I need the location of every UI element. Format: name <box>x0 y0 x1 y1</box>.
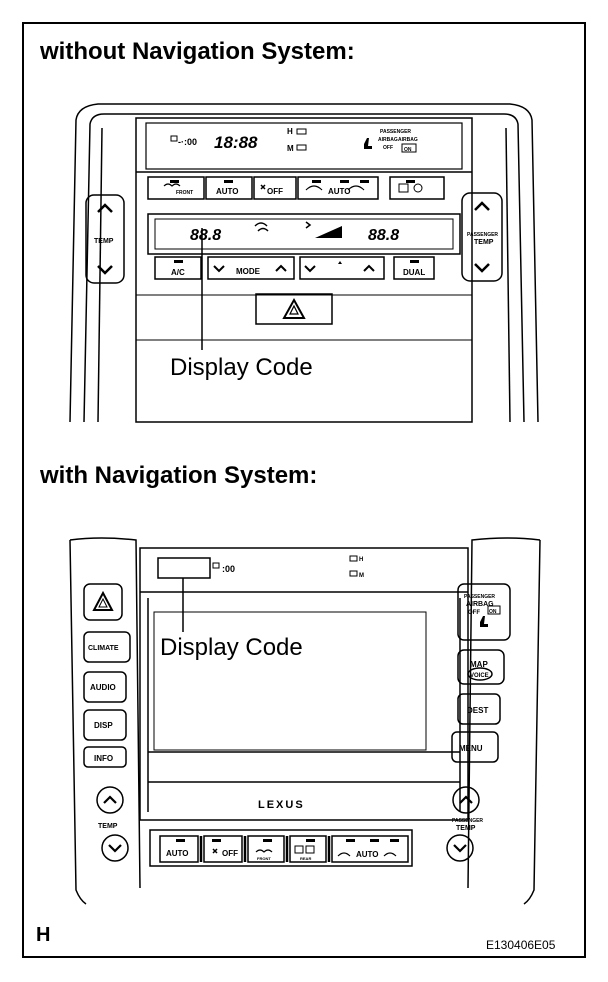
figure-code: E130406E05 <box>486 938 556 952</box>
fan-off-label: OFF <box>267 187 283 196</box>
auto-label-nav: AUTO <box>166 849 189 858</box>
dest-label: DEST <box>467 706 488 715</box>
ac-label: A/C <box>171 268 185 277</box>
rear-defog-button[interactable] <box>389 176 445 200</box>
heading-with-navigation: with Navigation System: <box>40 462 318 489</box>
menu-button[interactable] <box>451 731 499 763</box>
auto-label: AUTO <box>216 187 239 196</box>
climate-button[interactable] <box>83 631 131 663</box>
passenger-airbag-label: PASSENGER <box>380 129 411 135</box>
airbag-label-nav: AIRBAG <box>466 601 494 608</box>
figure-frame <box>22 22 586 958</box>
fan-speed-button[interactable] <box>299 256 385 280</box>
temp-left-display: 88.8 <box>190 227 221 244</box>
temp-label-left: TEMP <box>94 238 114 245</box>
front-label: FRONT <box>176 190 193 196</box>
auto-button[interactable] <box>205 176 253 200</box>
display-code-callout-bottom: Display Code <box>160 634 303 661</box>
airbag-label-2: AIRBAG <box>398 137 418 143</box>
disp-label: DISP <box>94 721 113 730</box>
airbag-off-label-nav: OFF <box>468 610 480 616</box>
control-panel-without-navigation <box>69 103 539 423</box>
recirc-auto-button-nav[interactable] <box>331 835 409 863</box>
clock-display: 18:88 <box>214 133 258 152</box>
auto-button-nav[interactable] <box>159 835 199 863</box>
passenger-label-nav: PASSENGER <box>464 594 495 600</box>
passenger-temp-label-nav: PASSENGER <box>452 818 483 824</box>
temp-label-right: TEMP <box>474 239 494 246</box>
dest-button[interactable] <box>457 693 501 725</box>
temp-rocker-left[interactable] <box>85 194 125 284</box>
front-defog-button-nav[interactable] <box>247 835 285 863</box>
temp-label-nav-left: TEMP <box>98 823 118 830</box>
clock-suffix-label: :00 <box>222 564 235 574</box>
temp-right-display: 88.8 <box>368 227 399 244</box>
map-voice-button[interactable] <box>457 649 505 685</box>
temp-up-knob-right[interactable] <box>452 786 480 814</box>
recirc-auto-button[interactable] <box>297 176 379 200</box>
temp-rocker-right[interactable] <box>461 192 503 282</box>
airbag-off-label: OFF <box>383 145 393 151</box>
corner-label: H <box>36 924 51 946</box>
dual-label: DUAL <box>403 268 425 277</box>
front-label-nav: FRONT <box>257 856 271 861</box>
passenger-airbag-panel <box>457 583 511 641</box>
lexus-logo-text: LEXUS <box>258 799 305 811</box>
airbag-label: AIRBAG <box>378 137 398 143</box>
h-indicator-label-nav: H <box>359 557 363 563</box>
auto-recirc-label: AUTO <box>328 187 351 196</box>
hazard-button-nav[interactable] <box>83 583 123 621</box>
fan-off-button-nav[interactable] <box>203 835 243 863</box>
menu-label: MENU <box>459 744 483 753</box>
ac-button[interactable] <box>154 256 202 280</box>
temp-down-knob-right[interactable] <box>446 834 474 862</box>
map-label: MAP <box>470 660 488 669</box>
dual-button[interactable] <box>393 256 435 280</box>
mode-label: MODE <box>236 267 261 276</box>
fan-off-button[interactable] <box>253 176 297 200</box>
temp-down-knob-left[interactable] <box>101 834 129 862</box>
passenger-temp-label: PASSENGER <box>467 232 498 238</box>
climate-strip <box>149 829 413 867</box>
airbag-on-label-nav: ON <box>489 609 497 615</box>
airbag-on-label: ON <box>404 147 412 153</box>
climate-display <box>147 213 461 255</box>
control-panel-with-navigation <box>69 537 541 905</box>
audio-button[interactable] <box>83 671 127 703</box>
m-indicator-label-nav: M <box>359 573 364 579</box>
display-code-box <box>157 557 211 579</box>
climate-label: CLIMATE <box>88 645 119 652</box>
voice-label: VOICE <box>470 673 489 679</box>
auto-recirc-label-nav: AUTO <box>356 850 379 859</box>
clock-icon-text: -·:00 <box>178 137 197 147</box>
temp-up-knob-left[interactable] <box>96 786 124 814</box>
audio-label: AUDIO <box>90 683 116 692</box>
rear-label-nav: REAR <box>300 856 311 861</box>
front-defog-button[interactable] <box>147 176 205 200</box>
fan-off-label-nav: OFF <box>222 849 238 858</box>
info-button[interactable] <box>83 746 127 768</box>
hazard-button[interactable] <box>255 293 333 325</box>
h-indicator-label: H <box>287 127 293 136</box>
mode-button[interactable] <box>207 256 295 280</box>
display-code-callout-top: Display Code <box>170 354 313 381</box>
temp-label-nav-right: TEMP <box>456 825 476 832</box>
info-label: INFO <box>94 754 113 763</box>
m-indicator-label: M <box>287 144 294 153</box>
heading-without-navigation: without Navigation System: <box>40 38 355 65</box>
rear-defog-button-nav[interactable] <box>289 835 327 863</box>
disp-button[interactable] <box>83 709 127 741</box>
